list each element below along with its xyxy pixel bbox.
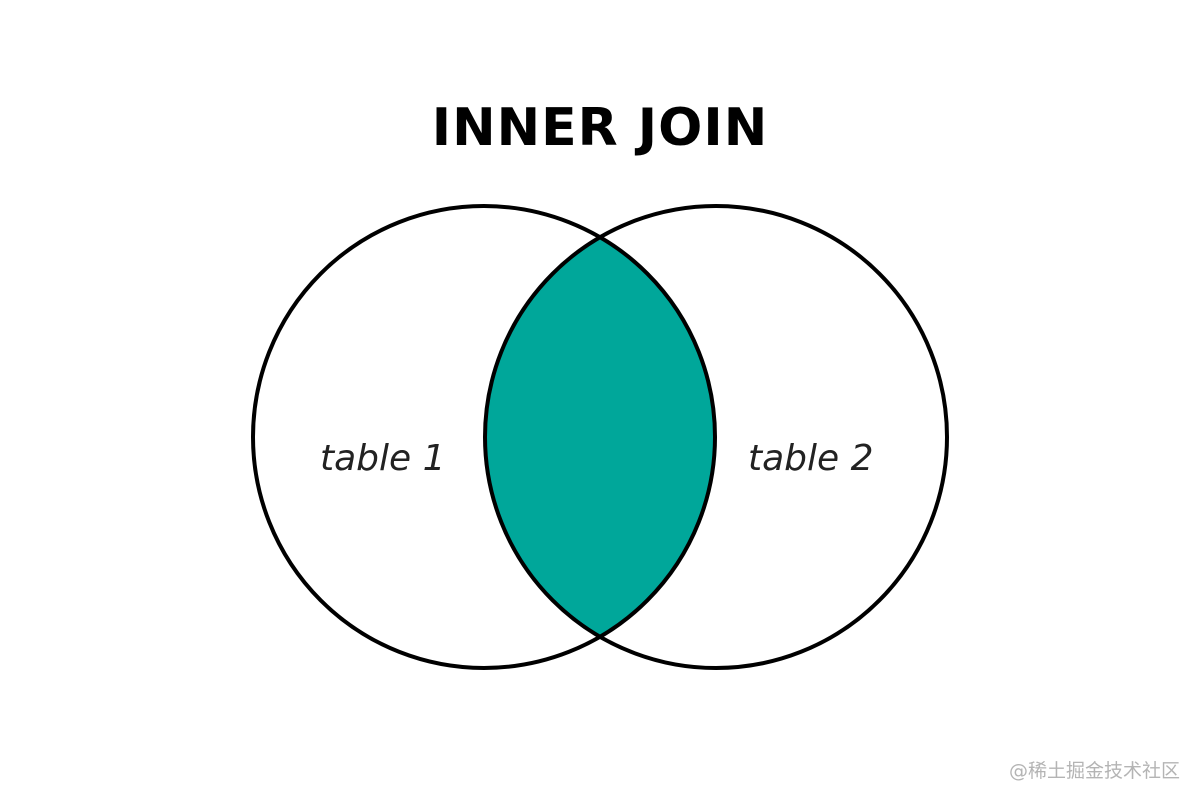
diagram-title: INNER JOIN (431, 98, 769, 158)
circle-table-1 (251, 204, 717, 670)
table-2-label: table 2 (748, 438, 874, 479)
watermark: @稀土掘金技术社区 (1008, 760, 1180, 782)
table-1-label: table 1 (320, 438, 446, 479)
intersection-region (485, 206, 715, 668)
circle-table-2 (483, 204, 949, 670)
